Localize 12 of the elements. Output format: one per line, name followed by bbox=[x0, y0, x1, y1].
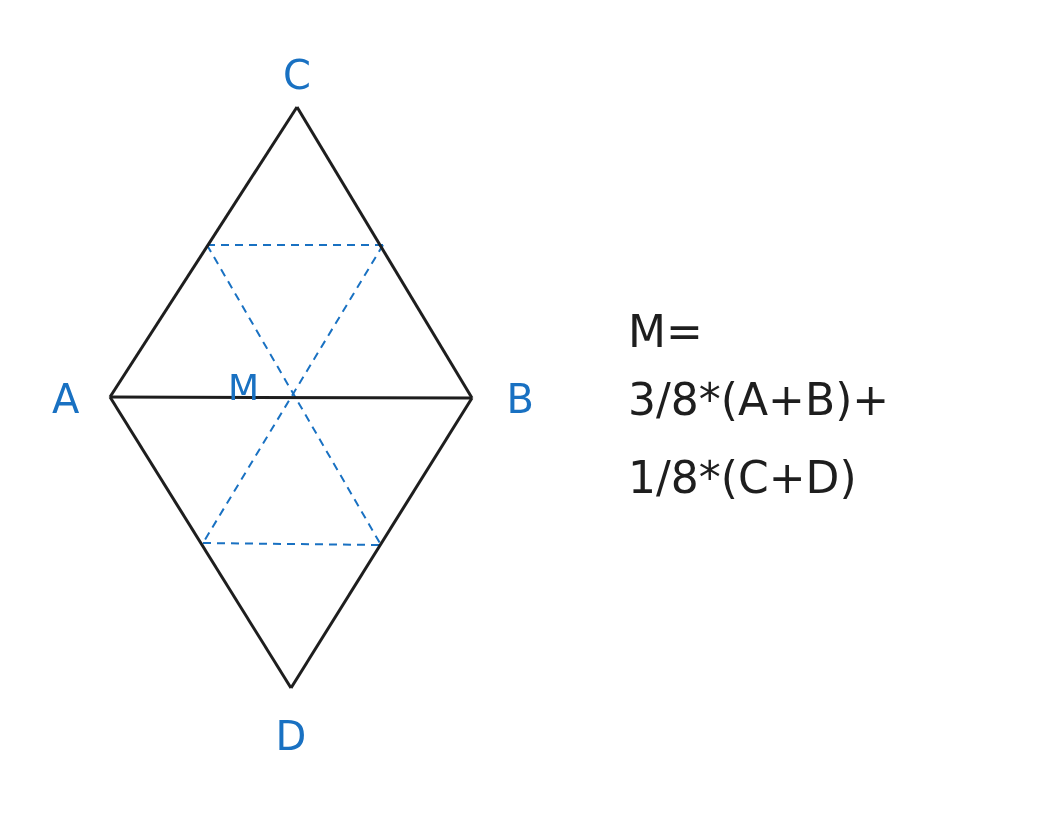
vertex-label: C bbox=[272, 55, 322, 107]
formula-line: M= bbox=[628, 310, 703, 354]
formula-line: 3/8*(A+B)+ bbox=[628, 378, 890, 422]
rhombus-side bbox=[108, 396, 293, 689]
vertex-label: A bbox=[52, 380, 110, 418]
rhombus-side bbox=[108, 106, 299, 398]
rhombus-side bbox=[295, 106, 474, 399]
vertex-label: B bbox=[472, 378, 534, 420]
formula-line: 1/8*(C+D) bbox=[628, 456, 857, 500]
rhombus-side bbox=[110, 395, 472, 400]
rhombus-side bbox=[289, 397, 474, 689]
vertex-label: D bbox=[266, 688, 316, 756]
